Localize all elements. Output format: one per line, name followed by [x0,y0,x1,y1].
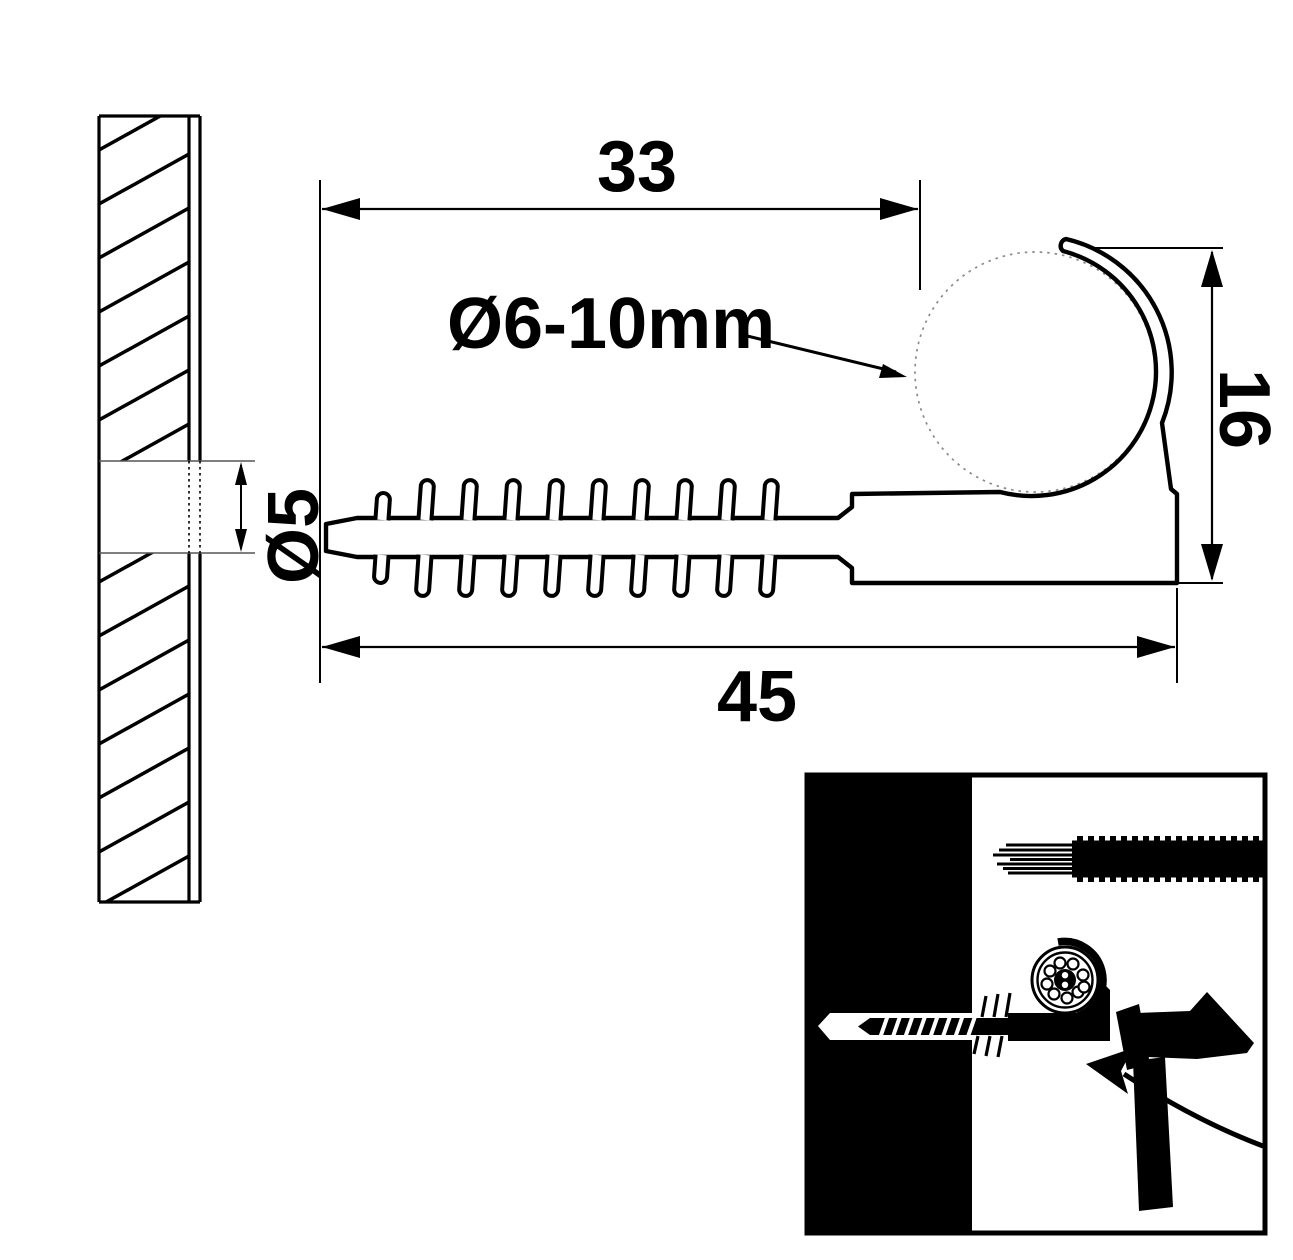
dimension-16: 16 [1201,250,1284,581]
dimension-33: 33 [322,127,918,220]
cable-cross-section-dashed-circle [914,251,1156,493]
installation-inset [804,772,1268,1236]
dim-33-label: 33 [597,127,677,207]
plug-ribs [372,478,780,598]
arrowhead-down-icon [235,529,247,552]
dim-16-label: 16 [1204,369,1284,449]
corrugated-cable-icon [993,835,1263,883]
arrowhead-down-icon [1201,544,1223,581]
arrowhead-left-icon [322,636,360,658]
arrowhead-up-icon [235,462,247,485]
cable-clip-head-icon [1030,937,1107,1020]
dimension-45: 45 [322,636,1175,737]
hammer-icon [1116,992,1254,1211]
cable-range-callout: Ø6-10mm [447,284,907,378]
drill-hole-hidden-lines [188,461,201,553]
plug-rib-fins [972,992,1012,1058]
wall-hatching [99,116,189,902]
plug-rib-stripes [878,1014,978,1039]
drill-hole-edges [99,460,255,554]
arrowhead-left-icon [322,198,360,220]
dim-45-label: 45 [717,657,797,737]
cable-range-label: Ø6-10mm [447,284,775,364]
leader-arrowhead-icon [879,364,907,378]
inset-wall [809,777,972,1231]
arrowhead-up-icon [1201,250,1223,287]
arrowhead-right-icon [1137,636,1175,658]
cable-clip-side-view: 33 45 16 Ø6-10mm [319,127,1284,737]
clip-body-outline [323,236,1180,586]
wall-cross-section: Ø5 [97,114,334,904]
hole-diameter-label: Ø5 [254,488,334,584]
inset-frame [804,772,1268,1236]
wall-outline [97,114,202,904]
arrowhead-right-icon [880,198,918,220]
screw-head-icon [1054,969,1076,991]
inset-clip-wedge [1082,985,1110,1041]
